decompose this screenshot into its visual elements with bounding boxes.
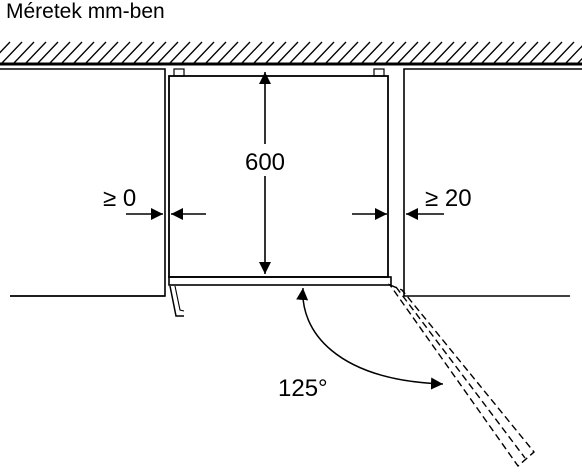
right-cabinet [403, 68, 582, 297]
ceiling-hatching [0, 41, 582, 64]
door-handle-inner [174, 285, 185, 312]
top-spacer-left [173, 68, 185, 77]
door-open-dashed [388, 283, 535, 468]
door-closed [168, 276, 392, 286]
diagram-title: Méretek mm-ben [6, 0, 165, 23]
height-label-bg [238, 144, 292, 176]
height-label: 600 [245, 149, 285, 176]
door-angle-arc [296, 287, 444, 390]
left-cabinet [0, 68, 166, 297]
door-angle-label: 125° [278, 375, 328, 402]
door-handle [169, 285, 184, 317]
top-spacer-right [373, 68, 385, 77]
right-gap-label: ≥ 20 [425, 185, 472, 212]
left-gap-label: ≥ 0 [103, 185, 136, 212]
appliance-body [168, 75, 389, 278]
